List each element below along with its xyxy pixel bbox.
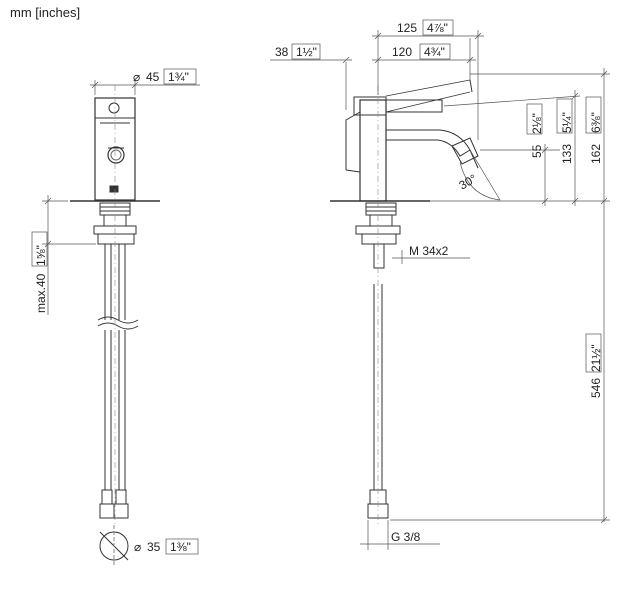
dim-width-45: [90, 80, 200, 95]
dim-hose-546-inch: 21½": [589, 344, 603, 372]
dim-height-133-inch: 5¼": [560, 112, 574, 133]
dim-height-162-inch: 6⅜": [589, 112, 603, 133]
dim-offset-38-inch: 1½": [296, 45, 317, 59]
dim-angle-30: [459, 149, 501, 201]
dim-height-lines: [390, 68, 610, 524]
dim-width-45-diameter-icon: ⌀: [133, 70, 140, 84]
dim-hole-35-diameter-icon: ⌀: [134, 540, 141, 554]
dim-max-40-inch: 1⅝": [34, 245, 48, 266]
dim-hose-546-mm: 546: [589, 378, 603, 398]
dim-connection-label: G 3/8: [391, 530, 421, 544]
dim-offset-38-mm: 38: [275, 45, 289, 59]
dim-hole-35-inch: 1⅜": [170, 540, 191, 554]
units-label: mm [inches]: [10, 5, 81, 20]
dim-max-40-label: max.40: [34, 273, 48, 313]
dim-width-45-inch: 1¾": [168, 70, 189, 84]
dim-depth-120-inch: 4¾": [424, 45, 445, 59]
side-spout: [386, 129, 479, 169]
dim-height-55-mm: 55: [530, 144, 544, 158]
dim-depth-120-mm: 120: [392, 45, 412, 59]
dim-hole-35-mm: 35: [147, 540, 161, 554]
dim-width-45-mm: 45: [146, 70, 160, 84]
front-lever-knob: [108, 102, 120, 114]
dim-depth-lines: [270, 30, 484, 140]
front-spout-outlet: [107, 146, 125, 164]
side-mounting-hardware: [355, 202, 401, 269]
front-supply-hoses: [97, 244, 139, 519]
hole-35-symbol: [99, 525, 129, 567]
side-lever: [353, 79, 473, 116]
dim-thread: [392, 250, 470, 264]
dim-thread-label: M 34x2: [409, 244, 449, 258]
dim-connection: [360, 520, 440, 550]
dim-height-55-inch: 2⅛": [530, 113, 544, 134]
dim-height-162-mm: 162: [589, 144, 603, 164]
side-view: [330, 79, 479, 525]
dim-depth-125-mm: 125: [397, 21, 417, 35]
front-view: [70, 85, 160, 525]
dim-height-133-mm: 133: [560, 144, 574, 164]
dim-depth-125-inch: 4⅞": [427, 21, 448, 35]
dim-max-40: [42, 195, 96, 315]
dim-angle-30-label: 30°: [457, 171, 480, 192]
